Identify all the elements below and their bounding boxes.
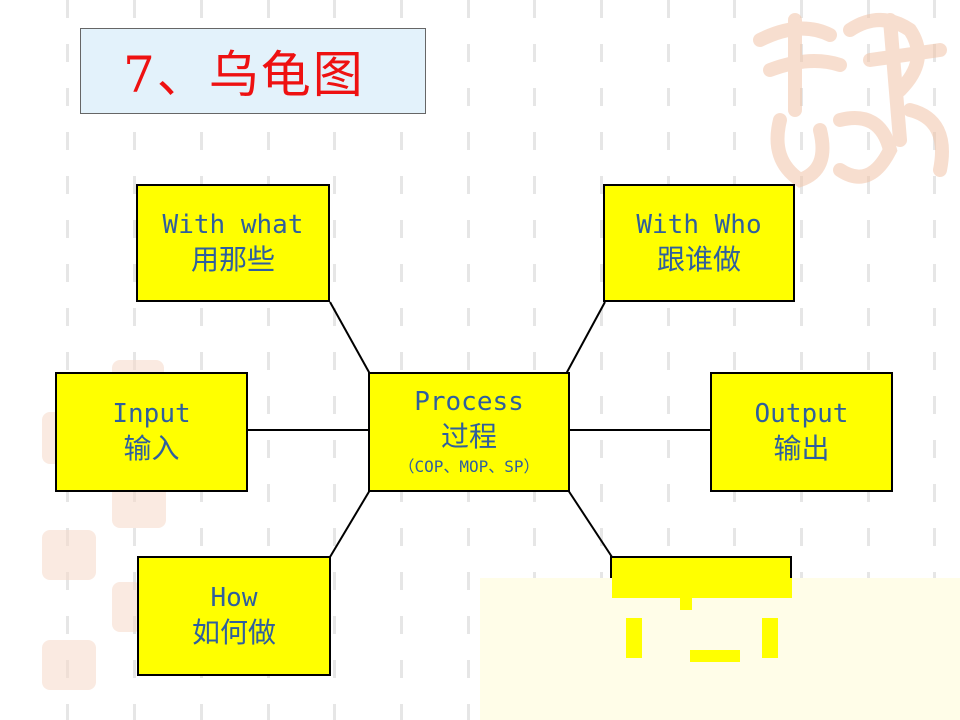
node-label-en: Input bbox=[112, 399, 191, 429]
node-input: Input 输入 bbox=[55, 372, 248, 492]
seal-stamp-icon bbox=[42, 640, 96, 690]
connector-how bbox=[329, 489, 371, 558]
node-output: Output 输出 bbox=[710, 372, 893, 492]
connector-with-what bbox=[329, 301, 371, 375]
background-dash-column bbox=[600, 0, 603, 720]
connector-bottom-right bbox=[567, 489, 613, 558]
calligraphy-watermark-icon bbox=[753, 13, 949, 188]
node-label-zh: 用那些 bbox=[190, 243, 275, 276]
node-label-en: Output bbox=[754, 399, 849, 429]
node-label-en: Process bbox=[414, 387, 524, 417]
node-process: Process 过程 （COP、MOP、SP） bbox=[368, 372, 570, 492]
background-dash-column bbox=[267, 0, 270, 720]
connector-with-who bbox=[565, 301, 606, 375]
node-label-en: With what bbox=[162, 210, 304, 240]
seal-stamp-icon bbox=[42, 530, 96, 580]
background-dash-column bbox=[66, 0, 69, 720]
background-dash-column bbox=[733, 0, 736, 720]
node-with-who: With Who 跟谁做 bbox=[603, 184, 795, 302]
page-title: 7、乌龟图 bbox=[123, 46, 365, 104]
background-dash-column bbox=[400, 0, 403, 720]
node-how: How 如何做 bbox=[137, 556, 331, 676]
background-dash-column bbox=[333, 0, 336, 720]
node-label-en: How bbox=[210, 583, 258, 613]
node-label-zh: 跟谁做 bbox=[656, 243, 741, 276]
background-dash-column bbox=[200, 0, 203, 720]
node-label-zh: 输入 bbox=[123, 432, 180, 465]
node-with-what: With what 用那些 bbox=[136, 184, 330, 302]
node-label-sub: （COP、MOP、SP） bbox=[398, 457, 540, 476]
node-label-zh: 输出 bbox=[773, 432, 830, 465]
node-label-en: With Who bbox=[636, 210, 762, 240]
background-dash-column bbox=[667, 0, 670, 720]
background-dash-column bbox=[867, 0, 870, 720]
faded-overlay bbox=[480, 578, 960, 720]
background-dash-column bbox=[533, 0, 536, 720]
background-dash-column bbox=[933, 0, 936, 720]
node-label-zh: 过程 bbox=[440, 420, 497, 453]
background-dash-column bbox=[800, 0, 803, 720]
node-label-zh: 如何做 bbox=[191, 616, 276, 649]
title-box: 7、乌龟图 bbox=[80, 28, 426, 114]
background-dash-column bbox=[467, 0, 470, 720]
